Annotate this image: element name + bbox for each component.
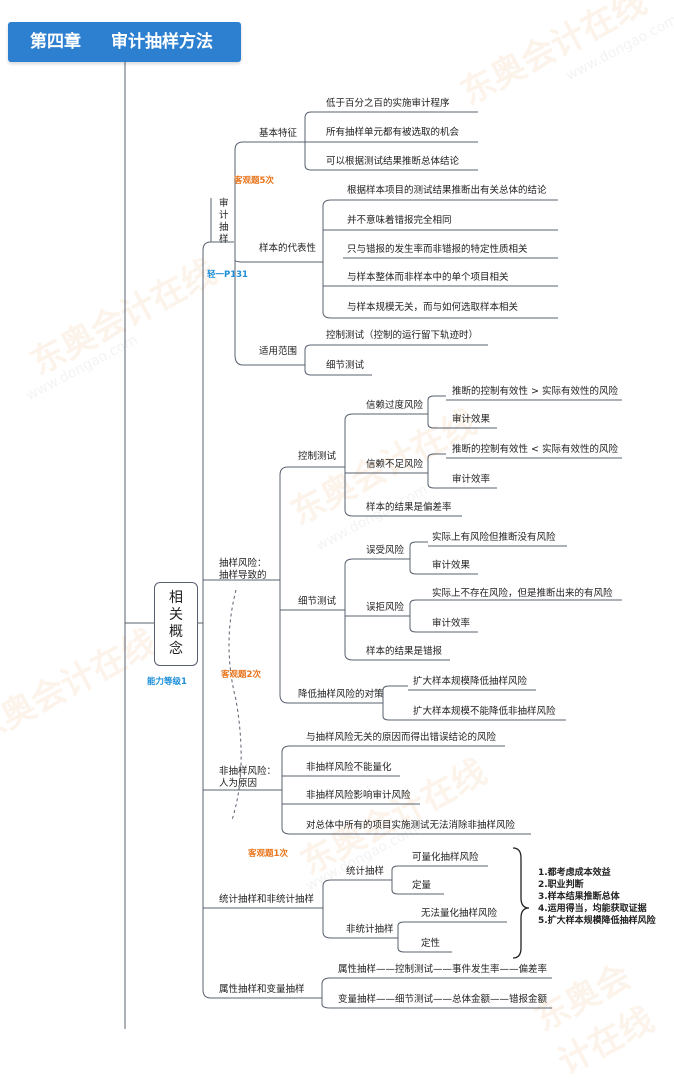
incorrect-rejection-item: 审计效率 [432, 618, 471, 629]
basic-features-node: 基本特征 [259, 128, 298, 139]
attribute-variable-item: 属性抽样——控制测试——事件发生率——偏差率 [338, 964, 548, 975]
common-point: 2.职业判断 [538, 880, 584, 890]
represent-item: 根据样本项目的测试结果推断出有关总体的结论 [347, 185, 547, 196]
audit-sampling-label: 审计抽样 [219, 198, 229, 245]
sampling-risk-node: 抽样风险： 抽样导致的 [219, 558, 267, 582]
non-statistical-item: 定性 [421, 938, 441, 949]
common-point: 3.样本结果推断总体 [538, 892, 620, 902]
reduce-risk-item: 扩大样本规模不能降低非抽样风险 [413, 706, 556, 717]
non-sampling-item: 对总体中所有的项目实施测试无法消除非抽样风险 [306, 820, 516, 831]
non-sampling-risk-node: 非抽样风险： 人为原因 [219, 766, 276, 790]
attribute-variable-node: 属性抽样和变量抽样 [219, 984, 305, 995]
under-reliance-item: 审计效率 [452, 474, 491, 485]
basic-item: 所有抽样单元都有被选取的机会 [326, 127, 460, 138]
root-label: 相关概念 [169, 590, 183, 657]
incorrect-acceptance-item: 审计效果 [432, 560, 471, 571]
scope-node: 适用范围 [259, 346, 298, 357]
non-sampling-item: 非抽样风险影响审计风险 [306, 790, 411, 801]
scope-item: 控制测试（控制的运行留下轨迹时） [326, 330, 479, 341]
textbook-ref: 轻一P131 [207, 270, 248, 280]
non-statistical-sampling-node: 非统计抽样 [346, 924, 394, 935]
control-test-node: 控制测试 [298, 451, 337, 462]
represent-item: 只与错报的发生率而非错报的特定性质相关 [347, 244, 528, 255]
represent-item: 与样本整体而非样本中的单个项目相关 [347, 272, 509, 283]
sampling-risk-sublabel: 抽样导致的 [219, 570, 267, 581]
common-point: 4.运用得当，均能获取证据 [538, 904, 647, 914]
reduce-risk-item: 扩大样本规模降低抽样风险 [413, 676, 528, 687]
over-reliance-item: 审计效果 [452, 414, 491, 425]
chapter-number: 第四章 [30, 32, 81, 52]
exam-tag-1: 客观题1次 [248, 849, 288, 859]
level-tag: 能力等级1 [147, 677, 187, 687]
basic-item: 可以根据测试结果推断总体结论 [326, 156, 460, 167]
non-sampling-item: 与抽样风险无关的原因而得出错误结论的风险 [306, 732, 497, 743]
incorrect-acceptance-node: 误受风险 [366, 545, 405, 556]
statistical-item: 定量 [412, 880, 432, 891]
over-reliance-node: 信赖过度风险 [366, 400, 424, 411]
non-sampling-risk-sublabel: 人为原因 [219, 778, 258, 789]
stat-sampling-node: 统计抽样和非统计抽样 [219, 894, 315, 905]
statistical-sampling-node: 统计抽样 [346, 866, 385, 877]
sampling-risk-label: 抽样风险： [219, 558, 267, 569]
chapter-title-bar: 第四章 审计抽样方法 [8, 22, 241, 62]
non-sampling-risk-label: 非抽样风险： [219, 766, 277, 777]
attribute-variable-item: 变量抽样——细节测试——总体金额——错报金额 [338, 994, 548, 1005]
exam-tag-5: 客观题5次 [234, 176, 274, 186]
common-point: 5.扩大样本规模降低抽样风险 [538, 916, 656, 926]
incorrect-rejection-item: 实际上不存在风险，但是推断出来的有风险 [432, 588, 613, 599]
mindmap-connectors [124, 62, 622, 1029]
under-reliance-item: 推断的控制有效性 < 实际有效性的风险 [452, 444, 618, 455]
under-reliance-node: 信赖不足风险 [366, 459, 424, 470]
represent-item: 并不意味着错报完全相同 [347, 215, 452, 226]
scope-item: 细节测试 [326, 360, 365, 371]
exam-tag-2: 客观题2次 [221, 670, 261, 680]
common-points-list: 1.都考虑成本效益 2.职业判断 3.样本结果推断总体 4.运用得当，均能获取证… [538, 867, 668, 927]
control-test-result: 样本的结果是偏差率 [366, 502, 452, 513]
statistical-item: 可量化抽样风险 [412, 852, 479, 863]
incorrect-rejection-node: 误拒风险 [366, 602, 405, 613]
detail-test-node: 细节测试 [298, 596, 337, 607]
represent-item: 与样本规模无关，而与如何选取样本相关 [347, 302, 519, 313]
incorrect-acceptance-item: 实际上有风险但推断没有风险 [432, 532, 556, 543]
non-statistical-item: 无法量化抽样风险 [421, 908, 498, 919]
reduce-risk-node: 降低抽样风险的对策 [298, 689, 384, 700]
detail-test-result: 样本的结果是错报 [366, 646, 443, 657]
over-reliance-item: 推断的控制有效性 > 实际有效性的风险 [452, 386, 618, 397]
non-sampling-item: 非抽样风险不能量化 [306, 762, 392, 773]
common-point: 1.都考虑成本效益 [538, 868, 611, 878]
basic-item: 低于百分之百的实施审计程序 [326, 98, 450, 109]
root-node: 相关概念 [154, 582, 198, 666]
chapter-name: 审计抽样方法 [111, 32, 213, 52]
representativeness-node: 样本的代表性 [259, 243, 317, 254]
